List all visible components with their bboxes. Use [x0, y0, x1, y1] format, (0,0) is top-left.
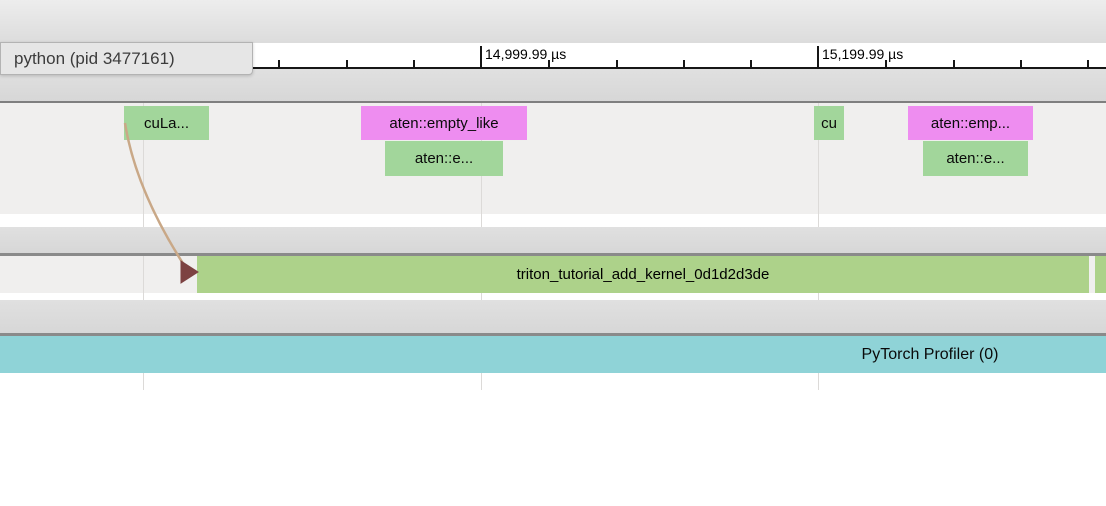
slice-aten-empty-like[interactable]: aten::empty_like [361, 106, 527, 140]
ruler-tick [1087, 60, 1089, 67]
process-tab-python[interactable]: python (pid 3477161) [0, 42, 253, 75]
gridline [143, 256, 144, 300]
ruler-timestamp: 14,999.99 µs [485, 46, 567, 62]
gridline [818, 103, 819, 227]
slice-triton-kernel-next[interactable] [1095, 256, 1106, 293]
slice-aten-empty[interactable]: aten::e... [385, 141, 503, 176]
slice-label: aten::emp... [930, 114, 1011, 132]
ruler-tick [548, 60, 550, 67]
top-chrome-band [0, 0, 1106, 43]
slice-label: PyTorch Profiler (0) [861, 346, 999, 363]
ruler-tick [278, 60, 280, 67]
ruler-tick [413, 60, 415, 67]
slice-label: triton_tutorial_add_kernel_0d1d2d3de [516, 266, 770, 283]
gridline [818, 373, 819, 390]
slice-label: aten::empty_like [389, 114, 499, 132]
gridline [143, 373, 144, 390]
ruler-tick [885, 60, 887, 67]
ruler-tick [346, 60, 348, 67]
track-gap [0, 293, 1106, 300]
ruler-major-tick [480, 46, 482, 67]
slice-label: aten::e... [946, 150, 1005, 167]
ruler-tick [953, 60, 955, 67]
slice-triton-kernel[interactable]: triton_tutorial_add_kernel_0d1d2d3de [197, 256, 1089, 293]
track-gap [0, 214, 1106, 227]
slice-label: cu [821, 114, 837, 132]
ruler-tick [683, 60, 685, 67]
process-tab-label: python (pid 3477161) [14, 48, 175, 68]
ruler-timestamp: 15,199.99 µs [822, 46, 904, 62]
slice-cuLaunchKernel[interactable]: cuLa... [124, 106, 209, 140]
ruler-tick [1020, 60, 1022, 67]
ruler-tick [616, 60, 618, 67]
slice-aten-empty-2[interactable]: aten::e... [923, 141, 1028, 176]
group-header-band [0, 227, 1106, 256]
slice-cu[interactable]: cu [814, 106, 844, 140]
group-header-band [0, 300, 1106, 336]
slice-aten-empty-like-2[interactable]: aten::emp... [908, 106, 1033, 140]
ruler-tick [750, 60, 752, 67]
ruler-baseline [0, 67, 1106, 69]
slice-label: cuLa... [143, 114, 190, 132]
slice-pytorch-profiler[interactable]: PyTorch Profiler (0) [0, 336, 1106, 373]
gridline [481, 373, 482, 390]
ruler-major-tick [817, 46, 819, 67]
bottom-empty-area [0, 373, 1106, 506]
slice-label: aten::e... [414, 150, 474, 167]
